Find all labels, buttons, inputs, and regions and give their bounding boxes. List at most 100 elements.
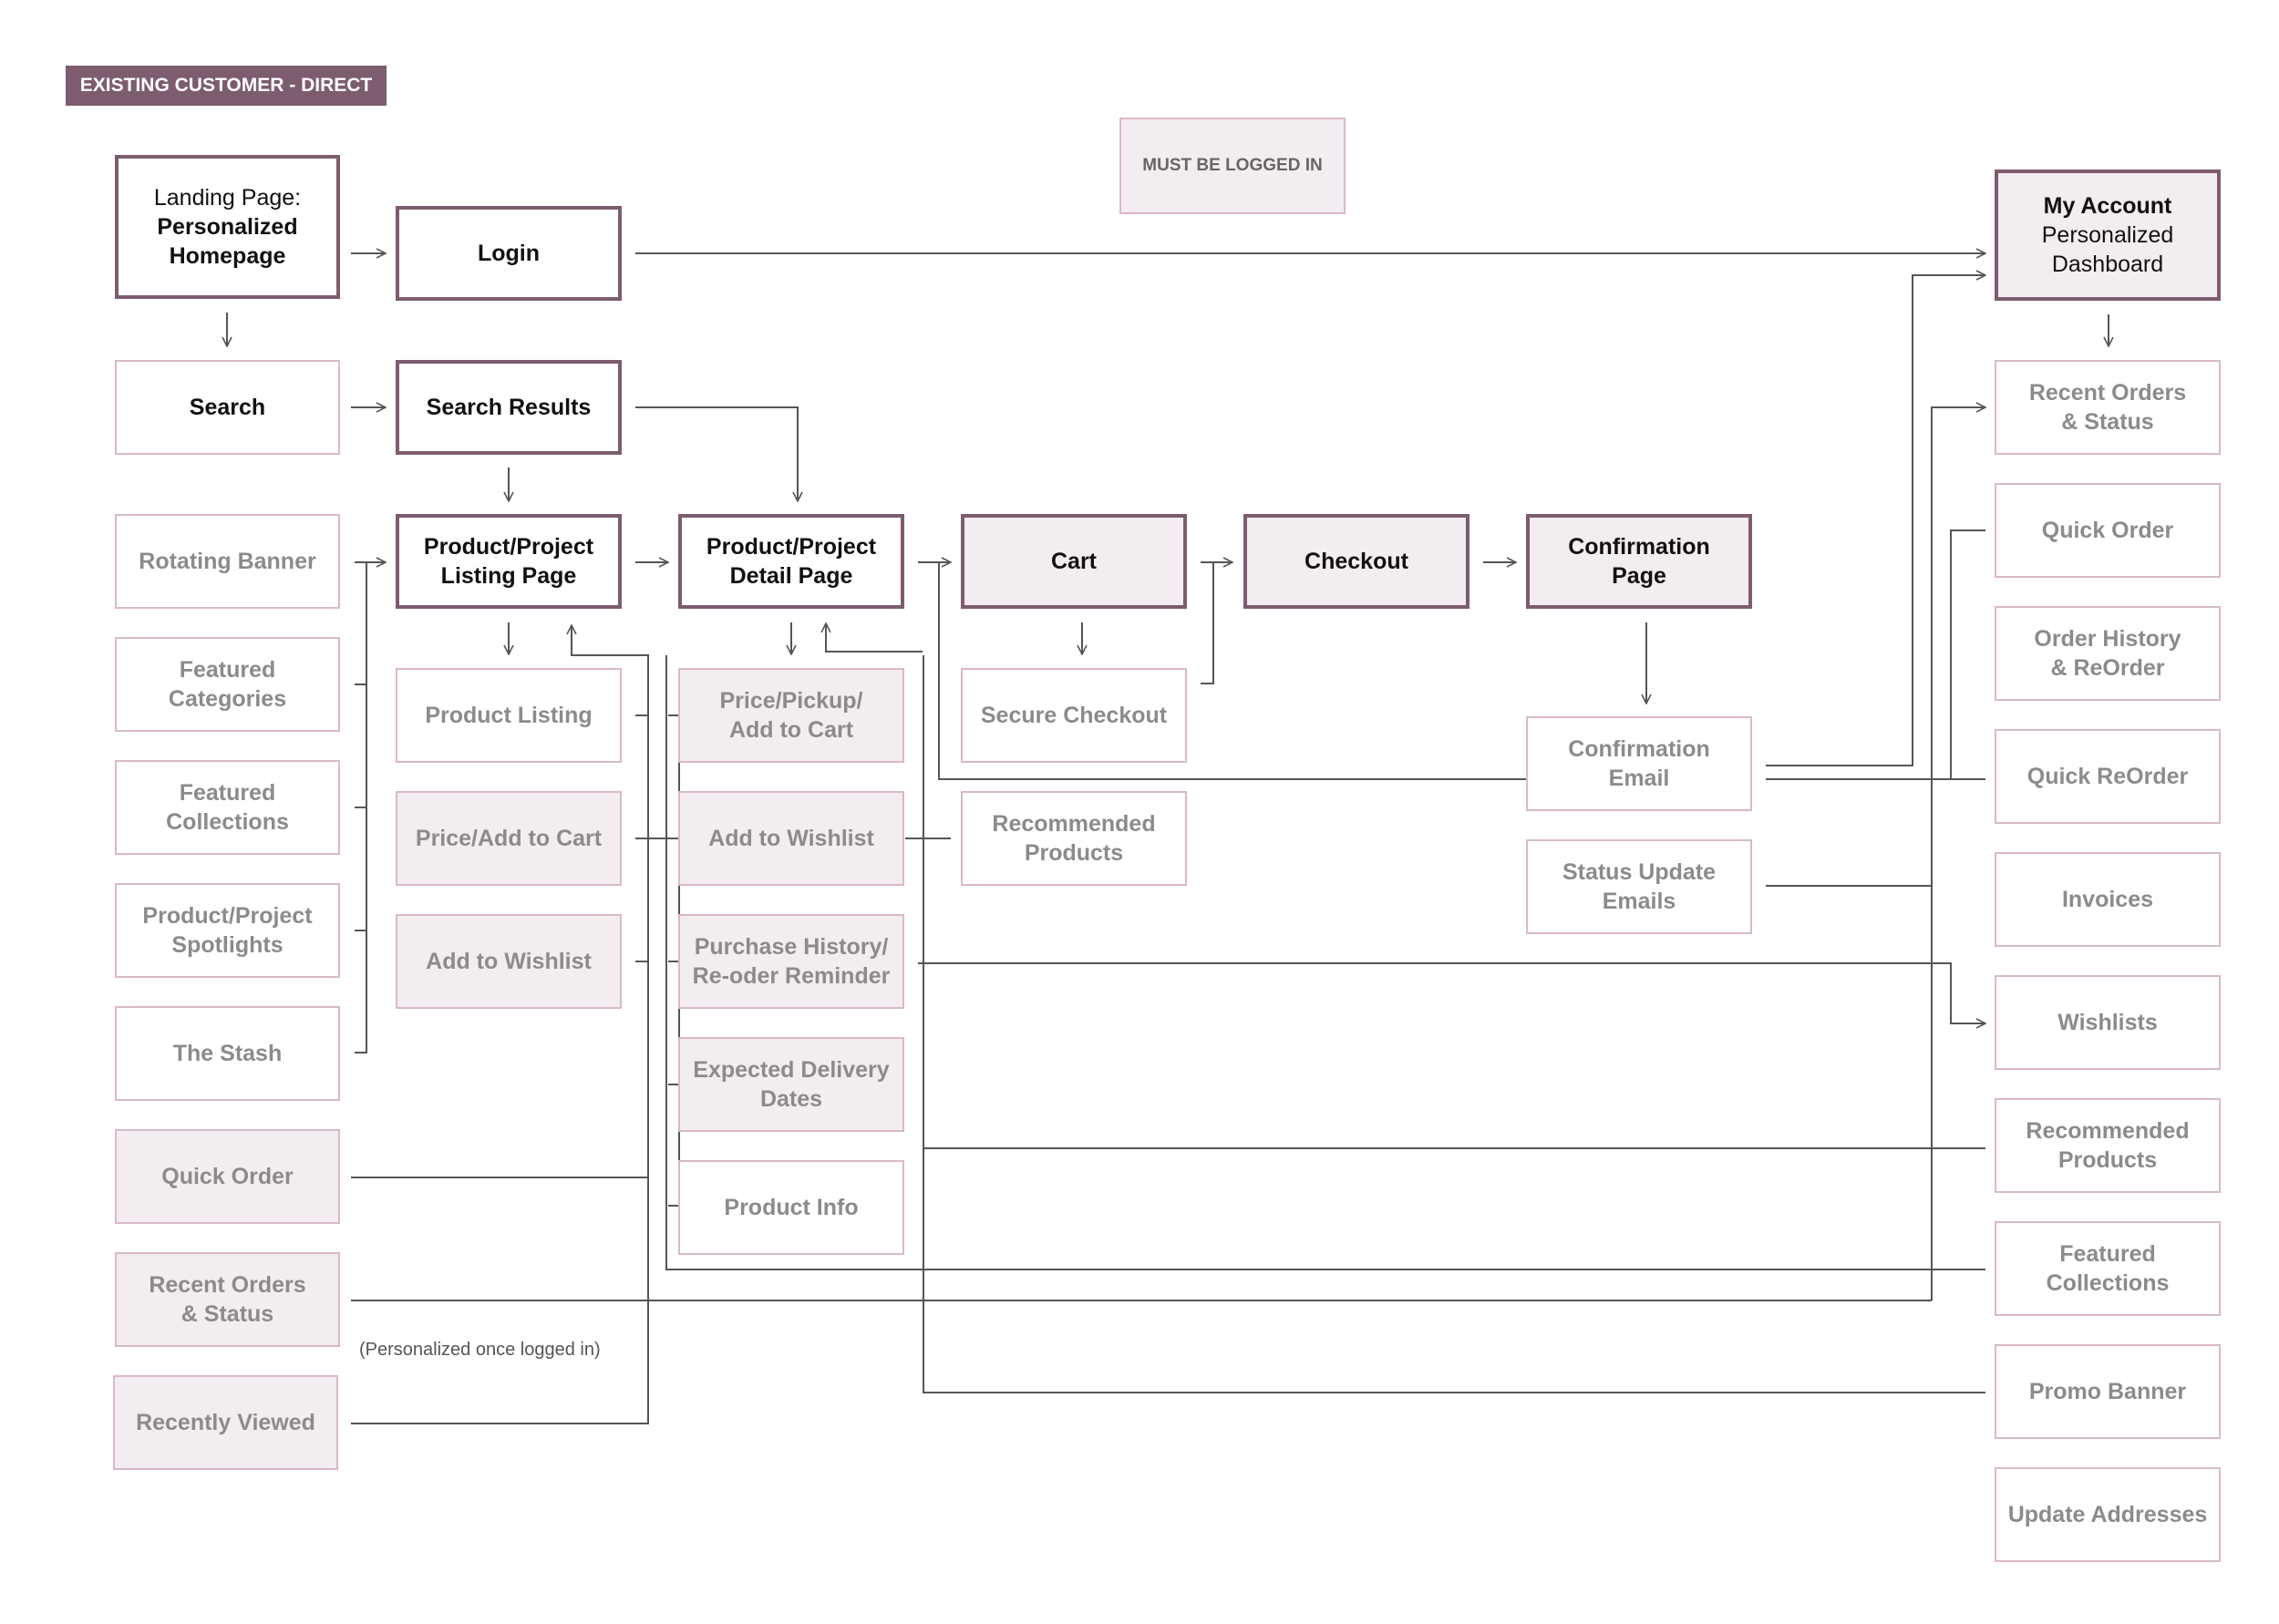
purchase-history-label: Re-oder Reminder bbox=[692, 963, 891, 989]
note-line: once logged in) bbox=[475, 1340, 601, 1360]
secure-checkout-label: Secure Checkout bbox=[980, 703, 1168, 728]
spotlights-box: Product/Project Spotlights bbox=[115, 883, 340, 978]
arrow-purchase-to-wishlists bbox=[918, 962, 1985, 1023]
legend-logged-in: MUST BE LOGGED IN bbox=[1119, 118, 1346, 214]
order-history-label: & ReOrder bbox=[2050, 655, 2165, 681]
order-history-label: Order History bbox=[2034, 626, 2181, 652]
account-recommended-products-box: Recommended Products bbox=[1995, 1098, 2221, 1193]
landing-page-title: Personalized bbox=[157, 214, 298, 240]
cart-label: Cart bbox=[1050, 549, 1097, 574]
detail-page-box: Product/Project Detail Page bbox=[678, 514, 904, 609]
landing-page-title: Homepage bbox=[169, 243, 286, 269]
confirmation-page-box: Confirmation Page bbox=[1526, 514, 1752, 609]
my-account-subtitle: Dashboard bbox=[2051, 252, 2164, 277]
confirmation-page-label: Page bbox=[1612, 563, 1666, 589]
landing-page-box: Landing Page: Personalized Homepage bbox=[115, 155, 340, 299]
account-quick-order-box: Quick Order bbox=[1995, 483, 2221, 578]
cart-box: Cart bbox=[961, 514, 1187, 609]
detail-add-to-wishlist-box: Add to Wishlist bbox=[678, 791, 904, 886]
recent-orders-label: Recent Orders bbox=[149, 1272, 306, 1298]
note-line: (Personalized bbox=[359, 1340, 471, 1360]
arrow-email-to-dashboard bbox=[1766, 275, 1985, 766]
listing-add-to-wishlist-box: Add to Wishlist bbox=[396, 914, 622, 1009]
rotating-banner-box: Rotating Banner bbox=[115, 514, 340, 609]
arrow-bus-to-recent-orders bbox=[1931, 407, 1985, 1300]
line-secure-to-checkout bbox=[1201, 562, 1214, 684]
account-recent-orders-label: & Status bbox=[2061, 409, 2154, 435]
status-update-emails-box: Status Update Emails bbox=[1526, 839, 1752, 934]
expected-delivery-box: Expected Delivery Dates bbox=[678, 1037, 904, 1132]
account-quick-order-label: Quick Order bbox=[2041, 518, 2174, 543]
line-cart-bus bbox=[938, 562, 1529, 780]
my-account-dashboard-box: My Account Personalized Dashboard bbox=[1995, 170, 2221, 301]
featured-collections-label: Collections bbox=[166, 809, 289, 835]
personalized-note: (Personalized once logged in) bbox=[359, 1339, 601, 1361]
login-box: Login bbox=[396, 206, 622, 301]
detail-add-to-wishlist-label: Add to Wishlist bbox=[708, 826, 874, 851]
listing-page-label: Listing Page bbox=[440, 563, 577, 589]
search-results-box: Search Results bbox=[396, 360, 622, 455]
checkout-label: Checkout bbox=[1304, 549, 1408, 574]
product-info-box: Product Info bbox=[678, 1160, 904, 1255]
detail-page-label: Detail Page bbox=[729, 563, 853, 589]
cart-recommended-products-box: Recommended Products bbox=[961, 791, 1187, 886]
bracket-home-features bbox=[355, 561, 367, 1054]
confirmation-email-box: Confirmation Email bbox=[1526, 716, 1752, 811]
search-label: Search bbox=[189, 395, 266, 420]
account-recent-orders-label: Recent Orders bbox=[2028, 380, 2187, 406]
account-recommended-products-label: Recommended bbox=[2026, 1118, 2190, 1144]
line-to-promo-banner bbox=[923, 655, 1985, 1393]
purchase-history-box: Purchase History/ Re-oder Reminder bbox=[678, 914, 904, 1009]
listing-add-to-wishlist-label: Add to Wishlist bbox=[426, 949, 592, 974]
arrow-up-to-detail bbox=[826, 623, 923, 653]
confirmation-email-label: Confirmation bbox=[1568, 736, 1710, 762]
featured-categories-box: Featured Categories bbox=[115, 637, 340, 732]
status-update-emails-label: Status Update bbox=[1562, 859, 1717, 885]
confirmation-email-label: Email bbox=[1608, 766, 1670, 791]
detail-page-label: Product/Project bbox=[706, 534, 877, 560]
update-addresses-label: Update Addresses bbox=[2007, 1502, 2208, 1527]
status-update-emails-label: Emails bbox=[1602, 889, 1676, 914]
price-add-to-cart-box: Price/Add to Cart bbox=[396, 791, 622, 886]
quick-order-label: Quick Order bbox=[161, 1164, 294, 1189]
product-listing-label: Product Listing bbox=[425, 703, 593, 728]
featured-categories-label: Featured bbox=[179, 657, 276, 683]
confirmation-page-label: Confirmation bbox=[1568, 534, 1710, 560]
spotlights-label: Product/Project bbox=[142, 903, 313, 929]
account-recent-orders-box: Recent Orders & Status bbox=[1995, 360, 2221, 455]
the-stash-label: The Stash bbox=[172, 1041, 283, 1066]
my-account-subtitle: Personalized bbox=[2041, 222, 2174, 248]
the-stash-box: The Stash bbox=[115, 1006, 340, 1101]
update-addresses-box: Update Addresses bbox=[1995, 1467, 2221, 1562]
flow-title-badge: EXISTING CUSTOMER - DIRECT bbox=[66, 66, 387, 106]
recently-viewed-label: Recently Viewed bbox=[136, 1410, 315, 1435]
listing-page-box: Product/Project Listing Page bbox=[396, 514, 622, 609]
product-listing-box: Product Listing bbox=[396, 668, 622, 763]
price-pickup-label: Price/Pickup/ bbox=[719, 688, 863, 714]
account-featured-collections-box: Featured Collections bbox=[1995, 1221, 2221, 1316]
quick-reorder-label: Quick ReOrder bbox=[2026, 764, 2189, 789]
account-recommended-products-label: Products bbox=[2057, 1147, 2158, 1173]
account-featured-collections-label: Featured bbox=[2059, 1241, 2156, 1267]
line-to-featured-collections bbox=[665, 655, 1985, 1270]
invoices-box: Invoices bbox=[1995, 852, 2221, 947]
login-label: Login bbox=[477, 241, 541, 266]
expected-delivery-label: Expected Delivery bbox=[693, 1057, 890, 1083]
promo-banner-box: Promo Banner bbox=[1995, 1344, 2221, 1439]
wishlists-label: Wishlists bbox=[2057, 1010, 2158, 1035]
recent-orders-box: Recent Orders & Status bbox=[115, 1252, 340, 1347]
invoices-label: Invoices bbox=[2061, 887, 2154, 912]
purchase-history-label: Purchase History/ bbox=[694, 934, 889, 960]
product-info-label: Product Info bbox=[724, 1195, 859, 1220]
expected-delivery-label: Dates bbox=[759, 1086, 823, 1112]
recently-viewed-box: Recently Viewed bbox=[113, 1375, 338, 1470]
price-pickup-label: Add to Cart bbox=[728, 717, 854, 743]
featured-categories-label: Categories bbox=[168, 686, 287, 712]
search-results-label: Search Results bbox=[426, 395, 592, 420]
featured-collections-box: Featured Collections bbox=[115, 760, 340, 855]
landing-page-label: Landing Page: bbox=[153, 185, 302, 211]
order-history-box: Order History & ReOrder bbox=[1995, 606, 2221, 701]
wishlists-box: Wishlists bbox=[1995, 975, 2221, 1070]
search-box: Search bbox=[115, 360, 340, 455]
